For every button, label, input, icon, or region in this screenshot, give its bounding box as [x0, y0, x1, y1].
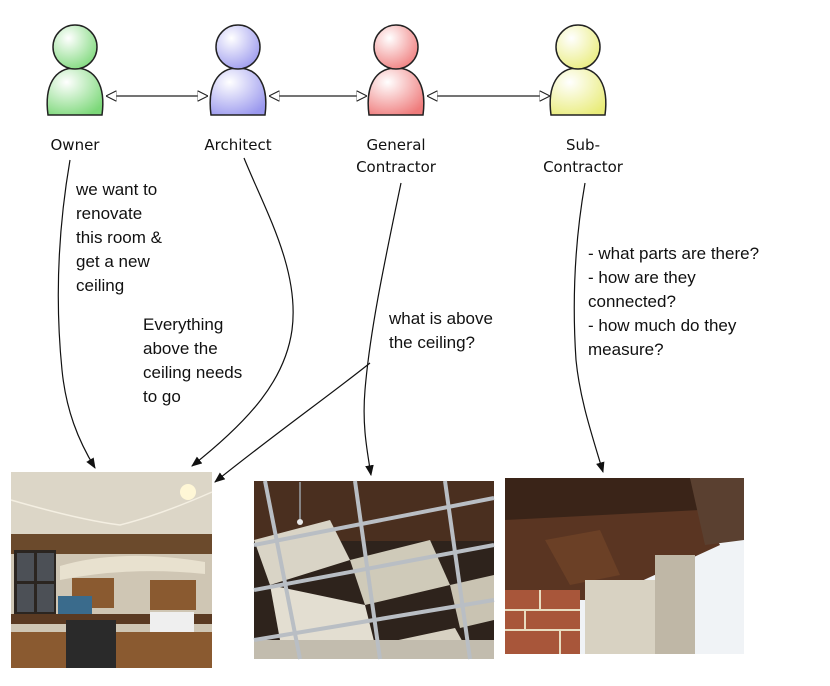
role-label-sub-contractor: Sub- Contractor [543, 136, 623, 176]
arrow-gc-to-ceiling [363, 182, 402, 477]
actor-architect-icon [209, 24, 267, 116]
role-label-architect: Architect [204, 136, 272, 154]
arrow-gc-question-to-kitchen [214, 362, 371, 483]
photo-beam [505, 478, 744, 654]
note-sub-contractor: - what parts are there? - how are they c… [588, 244, 760, 359]
photo-ceiling-grid [253, 480, 495, 660]
photo-kitchen [10, 472, 213, 668]
role-label-general-contractor: General Contractor [356, 136, 436, 176]
actor-general-contractor-icon [367, 24, 425, 116]
arrow-owner-to-kitchen [57, 159, 96, 469]
note-owner: we want to renovate this room & get a ne… [76, 180, 162, 295]
actor-owner-icon [46, 24, 104, 116]
actor-sub-contractor-icon [549, 24, 607, 116]
note-architect: Everything above the ceiling needs to go [143, 315, 243, 406]
note-general-contractor: what is above the ceiling? [389, 309, 493, 352]
role-label-owner: Owner [50, 136, 100, 154]
arrow-sub-to-beam [573, 182, 605, 474]
arrow-architect-to-kitchen [191, 157, 294, 467]
